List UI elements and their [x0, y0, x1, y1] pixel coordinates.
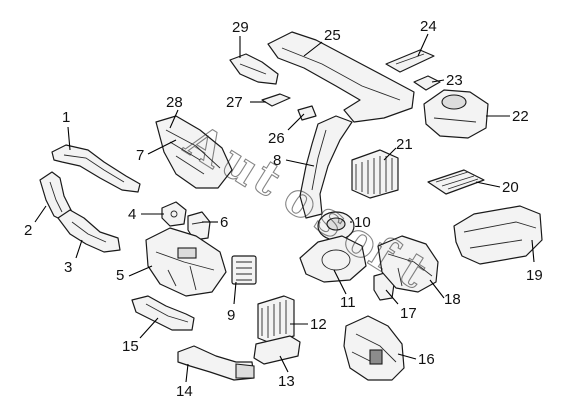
leader-13: [279, 355, 289, 373]
callout-20: 20: [502, 179, 519, 196]
part-8-vertical-duct: [299, 115, 353, 219]
callout-5: 5: [116, 267, 124, 284]
part-20-filter: [427, 169, 485, 195]
callout-26: 26: [268, 130, 285, 147]
leader-3: [75, 239, 83, 259]
callout-27: 27: [226, 94, 243, 111]
part-14-floor-duct: [177, 345, 255, 381]
leader-1: [67, 126, 71, 151]
part-18-case-half: [377, 235, 439, 293]
part-5-heater-box: [145, 227, 227, 297]
part-27-seal-strip: [261, 93, 291, 107]
leader-24: [417, 33, 429, 57]
leader-15: [139, 317, 159, 339]
callout-16: 16: [418, 351, 435, 368]
leader-20: [475, 181, 501, 188]
part-9-resistor: [231, 255, 257, 285]
part-1-duct: [51, 144, 141, 193]
leader-14: [185, 363, 189, 383]
part-15-rear-duct: [131, 295, 195, 331]
leader-lines: [34, 33, 535, 383]
callout-3: 3: [64, 259, 72, 276]
callout-24: 24: [420, 18, 437, 35]
callout-11: 11: [340, 294, 356, 311]
part-21-evap-core: [351, 149, 399, 199]
callout-22: 22: [512, 108, 529, 125]
callout-2: 2: [24, 222, 32, 239]
part-25-defroster-duct: [267, 31, 415, 123]
part-12-heater-core: [257, 295, 295, 343]
part-3-duct: [57, 209, 121, 253]
callout-29: 29: [232, 19, 249, 36]
leader-23: [431, 79, 445, 83]
leader-2: [34, 205, 47, 223]
leader-21: [383, 147, 397, 161]
callout-14: 14: [176, 383, 193, 400]
callout-15: 15: [122, 338, 139, 355]
part-16-evap-housing: [343, 315, 405, 381]
callout-labels: 1 2 3 4 5 6 7 8 9 10 11 12 13 14 15 16 1…: [24, 18, 543, 400]
leader-7: [147, 139, 177, 155]
leader-9: [233, 281, 237, 305]
leader-19: [531, 239, 535, 263]
leader-26: [287, 113, 305, 131]
part-11-blower-housing: [299, 235, 367, 283]
part-7-outlet: [155, 115, 233, 189]
part-24-cover-plate: [385, 49, 435, 73]
callout-19: 19: [526, 267, 543, 284]
leader-11: [333, 269, 347, 295]
callout-10: 10: [354, 214, 371, 231]
part-22-intake-housing: [423, 89, 489, 139]
callout-9: 9: [227, 307, 235, 324]
leader-28: [169, 109, 179, 129]
callout-21: 21: [396, 136, 413, 153]
part-10-blower: [317, 211, 355, 241]
callout-4: 4: [128, 206, 136, 223]
callout-8: 8: [273, 152, 281, 169]
callout-17: 17: [400, 305, 417, 322]
part-23-link: [413, 75, 441, 91]
callout-23: 23: [446, 72, 463, 89]
callout-6: 6: [220, 214, 228, 231]
part-29-end-cap: [229, 53, 279, 85]
callout-7: 7: [136, 147, 144, 164]
leader-25: [303, 41, 323, 57]
leader-8: [285, 159, 315, 167]
callout-18: 18: [444, 291, 461, 308]
callout-28: 28: [166, 94, 183, 111]
part-19-distribution-box: [453, 205, 543, 265]
callout-25: 25: [324, 27, 341, 44]
part-13-pad: [253, 335, 301, 365]
callout-13: 13: [278, 373, 295, 390]
callout-12: 12: [310, 316, 327, 333]
part-4-bracket: [161, 201, 187, 227]
leader-16: [397, 353, 417, 360]
callout-1: 1: [62, 109, 70, 126]
leader-5: [128, 265, 153, 277]
leader-18: [429, 279, 445, 299]
leader-17: [385, 289, 399, 305]
